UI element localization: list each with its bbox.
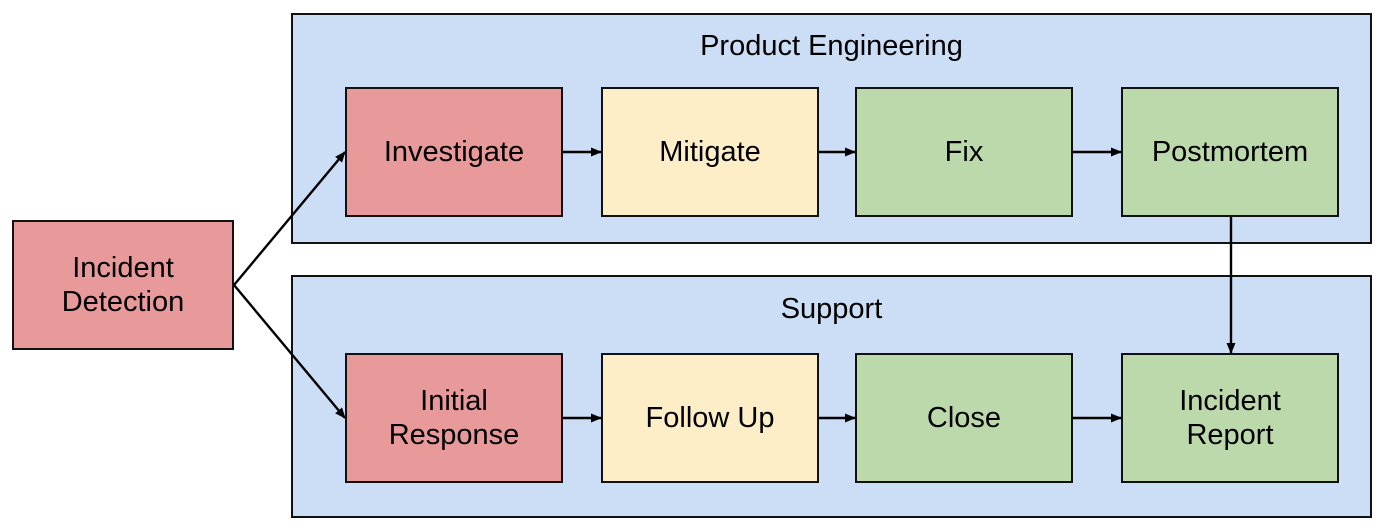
node-fix[interactable]: Fix [855, 87, 1073, 217]
node-postmortem[interactable]: Postmortem [1121, 87, 1339, 217]
node-label: Mitigate [659, 135, 761, 168]
node-follow-up[interactable]: Follow Up [601, 353, 819, 483]
node-label: Postmortem [1151, 135, 1309, 168]
node-investigate[interactable]: Investigate [345, 87, 563, 217]
swimlane-title-product-engineering: Product Engineering [700, 30, 963, 62]
node-mitigate[interactable]: Mitigate [601, 87, 819, 217]
node-label: Follow Up [645, 401, 775, 434]
node-label: Fix [944, 135, 984, 168]
node-close[interactable]: Close [855, 353, 1073, 483]
node-label: Close [926, 401, 1002, 434]
swimlane-title-support: Support [780, 293, 883, 325]
node-label: Investigate [383, 135, 525, 168]
